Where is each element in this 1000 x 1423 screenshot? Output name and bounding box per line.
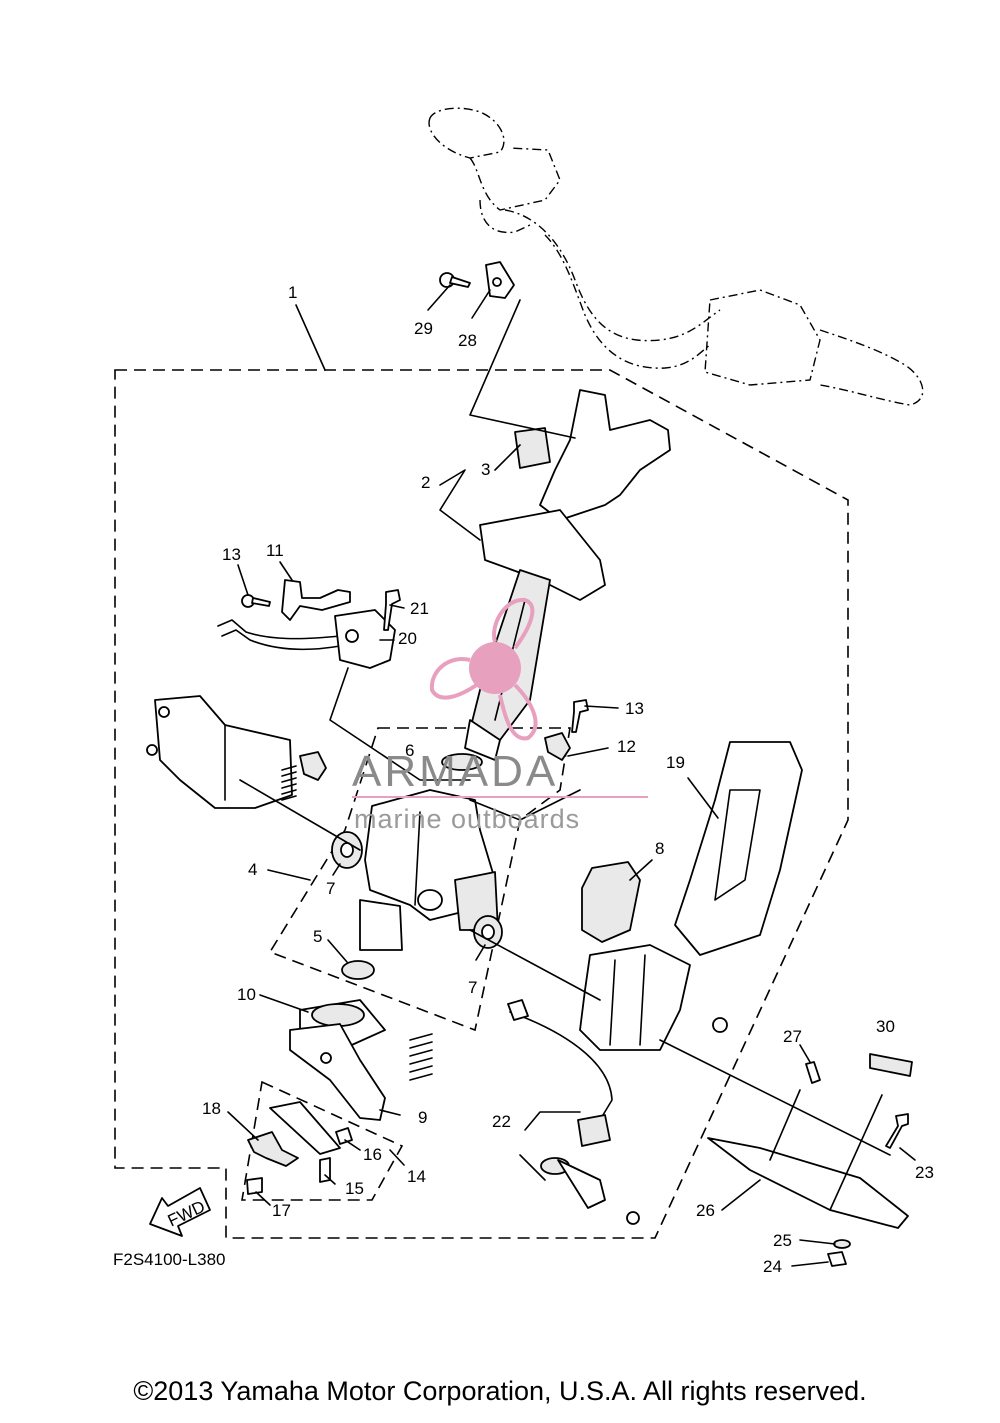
- part-22-sensor: [507, 999, 640, 1225]
- part-3-bushing: [514, 427, 551, 469]
- leader-lines: [227, 284, 916, 1267]
- callout-14: 14: [407, 1167, 426, 1186]
- callout-3: 3: [481, 460, 490, 479]
- watermark-subtitle: marine outboards: [354, 804, 580, 834]
- fwd-arrow-icon: FWD: [149, 1187, 211, 1237]
- part-21-bolt: [383, 589, 401, 631]
- callout-7b: 7: [468, 978, 477, 997]
- callout-28: 28: [458, 331, 477, 350]
- callout-20: 20: [398, 629, 417, 648]
- callout-labels: 1 2 3 4 5 6 7 7 8 9 10 11 12 13 13 14 15…: [202, 283, 934, 1276]
- part-13-screw-right: [571, 699, 589, 733]
- callout-7: 7: [326, 879, 335, 898]
- part-17-bolt: [246, 1177, 263, 1195]
- callout-22: 22: [492, 1112, 511, 1131]
- assembly-1-boundary: [114, 369, 849, 1239]
- callout-13b: 13: [625, 699, 644, 718]
- part-12-bushing: [544, 732, 571, 761]
- callout-10: 10: [237, 985, 256, 1004]
- callout-19: 19: [666, 753, 685, 772]
- callout-13: 13: [222, 545, 241, 564]
- assembly-14-boundary: [241, 1080, 404, 1201]
- callout-18: 18: [202, 1099, 221, 1118]
- callout-12: 12: [617, 737, 636, 756]
- part-23-bolt: [885, 1113, 909, 1149]
- right-bracket-assembly: [579, 944, 728, 1051]
- part-5-bushing: [341, 960, 375, 980]
- propeller-blade: [498, 683, 538, 741]
- callout-5: 5: [313, 927, 322, 946]
- callout-30: 30: [876, 1017, 895, 1036]
- part-19-cover: [674, 741, 803, 956]
- spring-center: [409, 1033, 433, 1081]
- callout-24: 24: [763, 1257, 782, 1276]
- part-25-washer: [833, 1239, 851, 1249]
- callout-1: 1: [288, 283, 297, 302]
- callout-27: 27: [783, 1027, 802, 1046]
- callout-16: 16: [363, 1145, 382, 1164]
- propeller-hub: [469, 642, 521, 694]
- propeller-blade: [429, 657, 480, 700]
- callout-6: 6: [405, 741, 414, 760]
- callout-8: 8: [655, 839, 664, 858]
- part-8-relay: [581, 861, 641, 943]
- watermark-brand: ARMADA: [352, 747, 558, 796]
- propeller-logo: [429, 597, 538, 741]
- part-30-grommet: [869, 1053, 913, 1077]
- callout-4: 4: [248, 860, 257, 879]
- part-29-bolt: [439, 272, 471, 288]
- part-13-screw-upper: [241, 594, 271, 608]
- drawing-code: F2S4100-L380: [113, 1250, 225, 1269]
- callout-26: 26: [696, 1201, 715, 1220]
- part-27-pin: [805, 1061, 821, 1084]
- callout-11: 11: [266, 541, 284, 560]
- part-14-plate: [269, 1101, 341, 1155]
- copyright-notice: ©2013 Yamaha Motor Corporation, U.S.A. A…: [133, 1376, 867, 1406]
- callout-17: 17: [272, 1201, 291, 1220]
- callout-15: 15: [345, 1179, 364, 1198]
- part-26-plate: [707, 1137, 909, 1229]
- callout-21: 21: [410, 599, 429, 618]
- spring-left: [281, 765, 297, 801]
- handlebar-outline: [428, 107, 924, 406]
- propeller-blade: [492, 597, 535, 650]
- callout-2: 2: [421, 473, 430, 492]
- part-6-steering-body: [359, 753, 499, 951]
- part-16-nut: [335, 1127, 353, 1145]
- left-housing: [146, 695, 293, 809]
- part-9-link: [289, 1023, 386, 1121]
- part-24-nut: [827, 1251, 847, 1267]
- clip-left: [299, 751, 327, 781]
- callout-9: 9: [418, 1108, 427, 1127]
- armada-watermark: ARMADA marine outboards: [352, 597, 648, 834]
- part-20-sensor: [217, 609, 396, 669]
- part-11-bracket: [281, 579, 351, 621]
- part-18-clip: [247, 1131, 299, 1167]
- callout-29: 29: [414, 319, 433, 338]
- callout-25: 25: [773, 1231, 792, 1250]
- callout-23: 23: [915, 1163, 934, 1182]
- part-28-clamp: [485, 261, 515, 299]
